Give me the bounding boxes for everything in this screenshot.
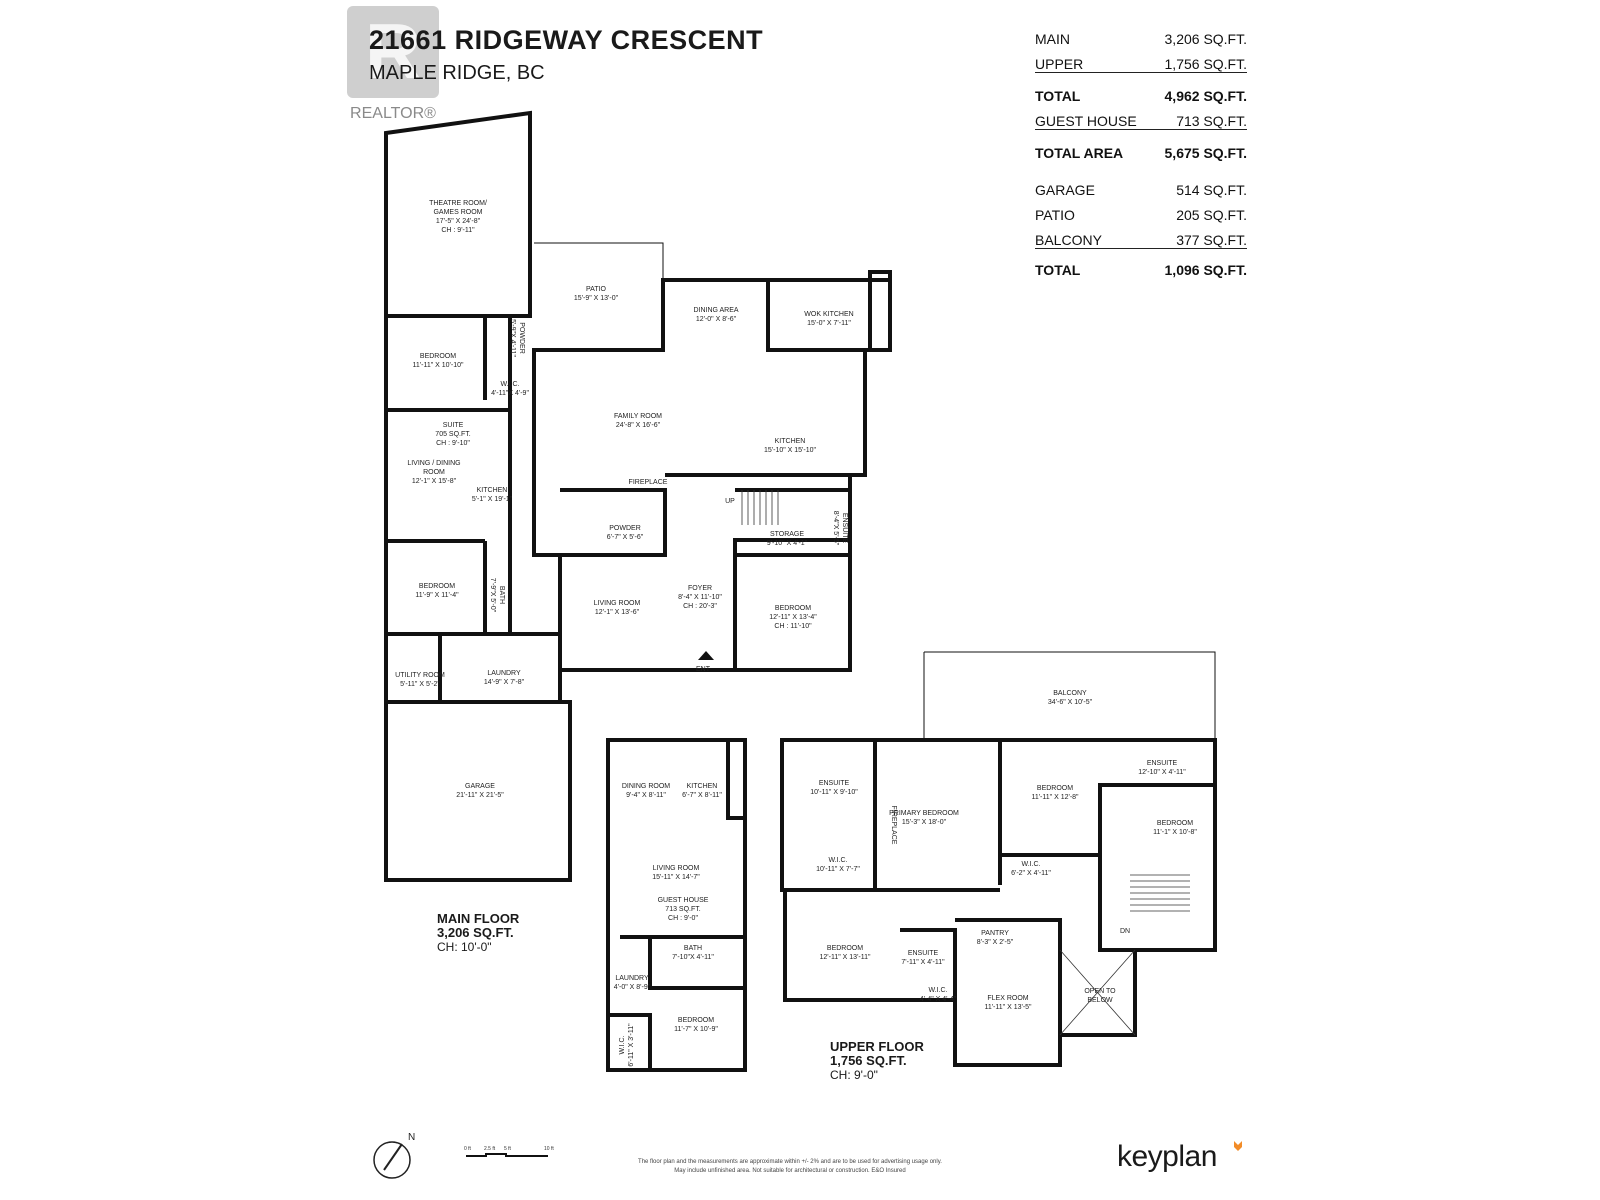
scale-label-2: 5 ft [504,1146,512,1152]
balcony-outline [923,651,1216,740]
room-label-ent: ENT [696,666,711,673]
disclaimer: The floor plan and the measurements are … [638,1159,942,1174]
room-label-gh-wic: W.I.C.6'-11" X 3'-11" [619,1023,635,1067]
svg-text:REALTOR®: REALTOR® [350,105,436,121]
room-label-dn: DN [1120,928,1130,935]
room-label-fireplace: FIREPLACE [629,479,668,486]
keyplan-logo: keyplan [1117,1140,1217,1173]
stairs-upper [1130,874,1190,912]
room-label-bath-suite: BATH7'-9"X 5'-0" [489,578,505,613]
bedroom-main-walls [733,553,852,672]
open-to-below-x [1059,949,1136,1036]
main-floor-label: MAIN FLOOR 3,206 SQ.FT. CH: 10'-0" [437,911,520,955]
scale-label-1: 2.5 ft [484,1146,496,1152]
stairs-main [741,490,779,525]
property-city: MAPLE RIDGE, BC [369,62,545,84]
room-label-up: UP [725,498,735,505]
upper-floor-label: UPPER FLOOR 1,756 SQ.FT. CH: 9'-0" [830,1039,924,1083]
realtor-logo: R REALTOR® [347,6,439,121]
svg-text:R: R [365,7,421,95]
room-label-wic-suite: W.I.C.4'-11"X 4'-9" [491,381,529,397]
scale-bar: 0 ft 2.5 ft 5 ft 10 ft [464,1146,554,1157]
room-label-wic-up-w: W.I.C.4'-4" X 4'-4" [920,987,957,1003]
compass-label: N [408,1132,415,1143]
entry-arrow-icon [698,651,714,660]
property-address: 21661 RIDGEWAY CRESCENT [369,25,764,55]
scale-label-0: 0 ft [464,1146,472,1152]
theatre-room-walls [384,110,532,318]
scale-label-3: 10 ft [544,1146,554,1152]
garage-walls [384,700,572,882]
wok-kitchen-walls [768,278,892,352]
main-house-walls [532,270,892,672]
guest-house-walls [606,738,747,1072]
north-arrow-icon: N [373,1132,415,1179]
room-label-fireplace-up: FIREPLACE [890,806,897,845]
room-label-powder-upper-left: POWDER5'-9"X 4'-11" [509,319,525,357]
room-label-wic-up-ne: W.I.C.6'-2" X 4'-11" [1011,861,1051,877]
laundry-walls [384,632,562,704]
room-label-wic-primary: W.I.C.10'-11" X 7'-7" [816,857,860,873]
keyplan-mark-icon [1234,1141,1242,1151]
room-label-ensuite-main: ENSUITE8'-4"X 5'-5" [832,511,848,546]
